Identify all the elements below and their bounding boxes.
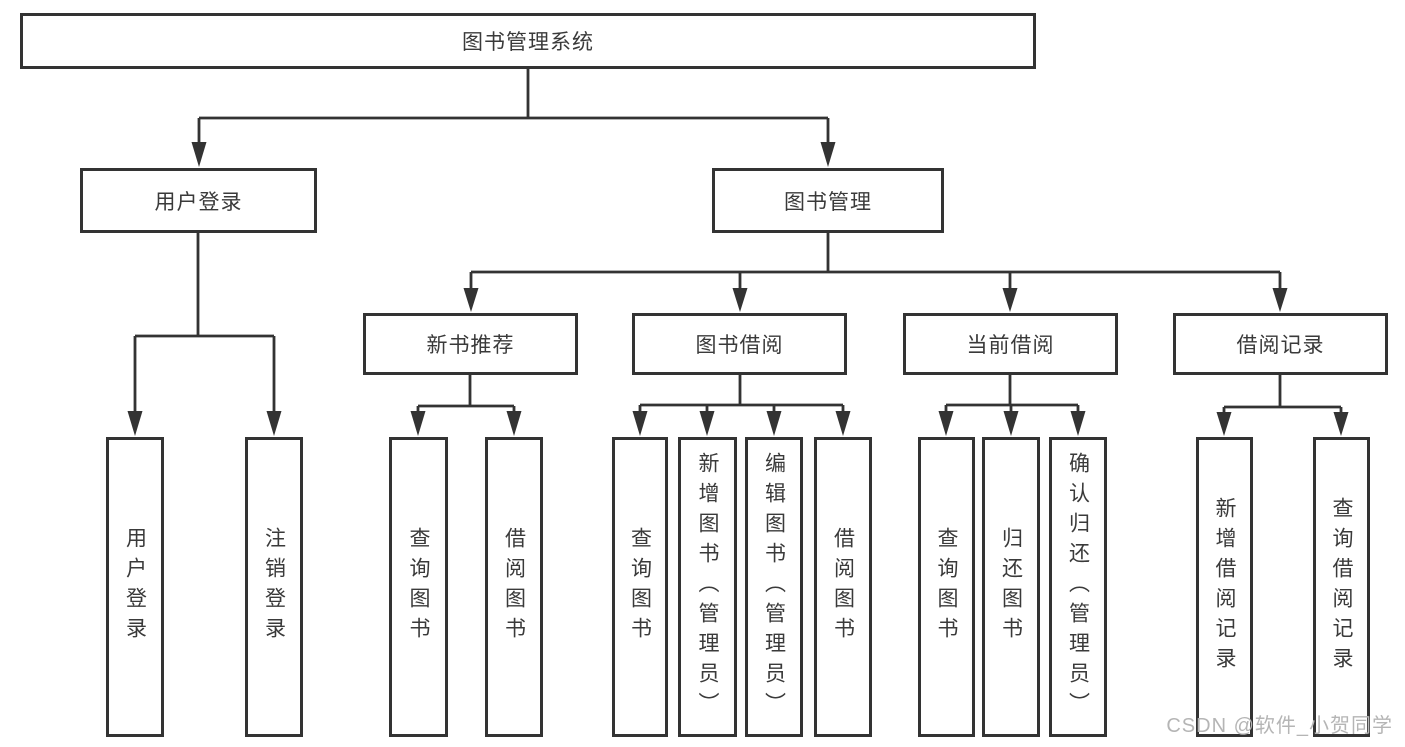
leaf-borrowing-query-books-label: 查询图书 [628,527,652,647]
leaf-borrowing-query-books: 查询图书 [612,437,668,737]
node-new-book-recommend: 新书推荐 [363,313,578,375]
node-book-borrowing: 图书借阅 [632,313,847,375]
leaf-current-query-books: 查询图书 [918,437,975,737]
leaf-logout: 注销登录 [245,437,303,737]
node-book-borrowing-label: 图书借阅 [695,334,784,357]
leaf-current-query-books-label: 查询图书 [935,527,958,647]
node-user-login: 用户登录 [80,168,317,233]
leaf-current-return-books-label: 归还图书 [999,527,1023,647]
leaf-current-confirm-return-admin-label: 确认归还（管理员） [1066,452,1090,722]
leaf-recommend-borrow-books: 借阅图书 [485,437,543,737]
leaf-records-add-record: 新增借阅记录 [1196,437,1253,737]
leaf-borrowing-borrow-books: 借阅图书 [814,437,872,737]
leaf-borrowing-borrow-books-label: 借阅图书 [831,527,855,647]
leaf-records-add-record-label: 新增借阅记录 [1213,497,1236,677]
leaf-recommend-query-books: 查询图书 [389,437,448,737]
leaf-borrowing-edit-books-admin: 编辑图书（管理员） [745,437,803,737]
node-current-borrowing-label: 当前借阅 [966,334,1055,357]
leaf-borrowing-add-books-admin: 新增图书（管理员） [678,437,737,737]
leaf-recommend-borrow-books-label: 借阅图书 [502,527,526,647]
leaf-recommend-query-books-label: 查询图书 [407,527,430,647]
leaf-records-query-record-label: 查询借阅记录 [1330,497,1353,677]
leaf-borrowing-add-books-admin-label: 新增图书（管理员） [696,452,719,722]
leaf-user-login-label: 用户登录 [123,527,147,647]
node-borrow-records-label: 借阅记录 [1236,334,1325,357]
node-book-management-label: 图书管理 [784,190,872,214]
leaf-records-query-record: 查询借阅记录 [1313,437,1370,737]
leaf-current-confirm-return-admin: 确认归还（管理员） [1049,437,1107,737]
node-root-label: 图书管理系统 [462,31,594,54]
node-book-management: 图书管理 [712,168,944,233]
leaf-current-return-books: 归还图书 [982,437,1040,737]
node-borrow-records: 借阅记录 [1173,313,1388,375]
leaf-user-login: 用户登录 [106,437,164,737]
leaf-logout-label: 注销登录 [262,527,286,647]
node-new-book-recommend-label: 新书推荐 [426,334,515,357]
node-user-login-label: 用户登录 [154,190,243,214]
csdn-watermark: CSDN @软件_小贺同学 [1166,715,1393,737]
node-root: 图书管理系统 [20,13,1036,69]
leaf-borrowing-edit-books-admin-label: 编辑图书（管理员） [762,452,786,722]
node-current-borrowing: 当前借阅 [903,313,1118,375]
